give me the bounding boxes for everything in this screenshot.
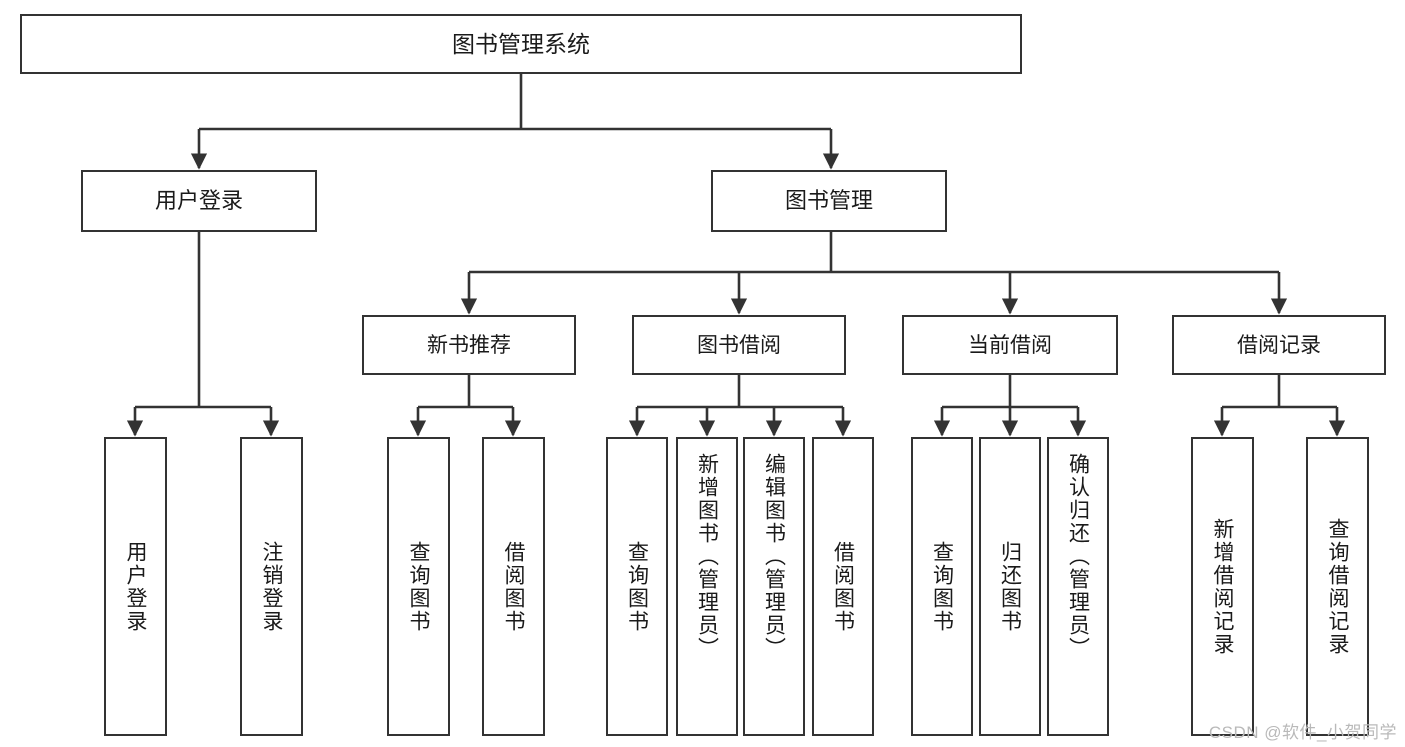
leaf-query-book-1-label: 查询图书 (407, 540, 430, 633)
leaf-query-book-3[interactable]: 查询图书 (911, 437, 973, 736)
leaf-user-login-label: 用户登录 (124, 540, 147, 633)
leaf-add-book-label: 新增图书（管理员） (695, 453, 719, 660)
leaf-add-record[interactable]: 新增借阅记录 (1191, 437, 1254, 736)
watermark: CSDN @软件_小贺同学 (1208, 723, 1397, 742)
node-root-label: 图书管理系统 (452, 30, 590, 57)
leaf-borrow-book-1-label: 借阅图书 (502, 540, 525, 633)
leaf-query-record-label: 查询借阅记录 (1326, 517, 1349, 656)
leaf-query-book-2-label: 查询图书 (625, 540, 649, 633)
leaf-add-book[interactable]: 新增图书（管理员） (676, 437, 738, 736)
leaf-query-book-2[interactable]: 查询图书 (606, 437, 668, 736)
node-current-borrow-label: 当前借阅 (968, 333, 1052, 357)
node-book-manage-label: 图书管理 (784, 188, 873, 213)
node-user-login[interactable]: 用户登录 (81, 170, 317, 232)
leaf-logout-label: 注销登录 (260, 540, 283, 633)
node-new-book-rec-label: 新书推荐 (427, 333, 511, 357)
leaf-borrow-book-2[interactable]: 借阅图书 (812, 437, 874, 736)
node-new-book-rec[interactable]: 新书推荐 (362, 315, 576, 375)
node-book-borrow-label: 图书借阅 (697, 333, 781, 357)
leaf-user-login[interactable]: 用户登录 (104, 437, 167, 736)
leaf-edit-book[interactable]: 编辑图书（管理员） (743, 437, 805, 736)
node-current-borrow[interactable]: 当前借阅 (902, 315, 1118, 375)
node-book-manage[interactable]: 图书管理 (711, 170, 947, 232)
leaf-borrow-book-2-label: 借阅图书 (831, 540, 855, 633)
leaf-query-book-3-label: 查询图书 (930, 540, 954, 633)
node-user-login-label: 用户登录 (154, 188, 243, 213)
node-root[interactable]: 图书管理系统 (20, 14, 1022, 74)
leaf-borrow-book-1[interactable]: 借阅图书 (482, 437, 545, 736)
leaf-return-book-label: 归还图书 (998, 540, 1022, 633)
leaf-confirm-return-label: 确认归还（管理员） (1066, 453, 1090, 660)
leaf-query-record[interactable]: 查询借阅记录 (1306, 437, 1369, 736)
leaf-logout[interactable]: 注销登录 (240, 437, 303, 736)
leaf-return-book[interactable]: 归还图书 (979, 437, 1041, 736)
node-borrow-record-label: 借阅记录 (1237, 333, 1321, 357)
leaf-edit-book-label: 编辑图书（管理员） (762, 453, 786, 660)
leaf-confirm-return[interactable]: 确认归还（管理员） (1047, 437, 1109, 736)
leaf-query-book-1[interactable]: 查询图书 (387, 437, 450, 736)
node-borrow-record[interactable]: 借阅记录 (1172, 315, 1386, 375)
leaf-add-record-label: 新增借阅记录 (1211, 517, 1234, 656)
node-book-borrow[interactable]: 图书借阅 (632, 315, 846, 375)
